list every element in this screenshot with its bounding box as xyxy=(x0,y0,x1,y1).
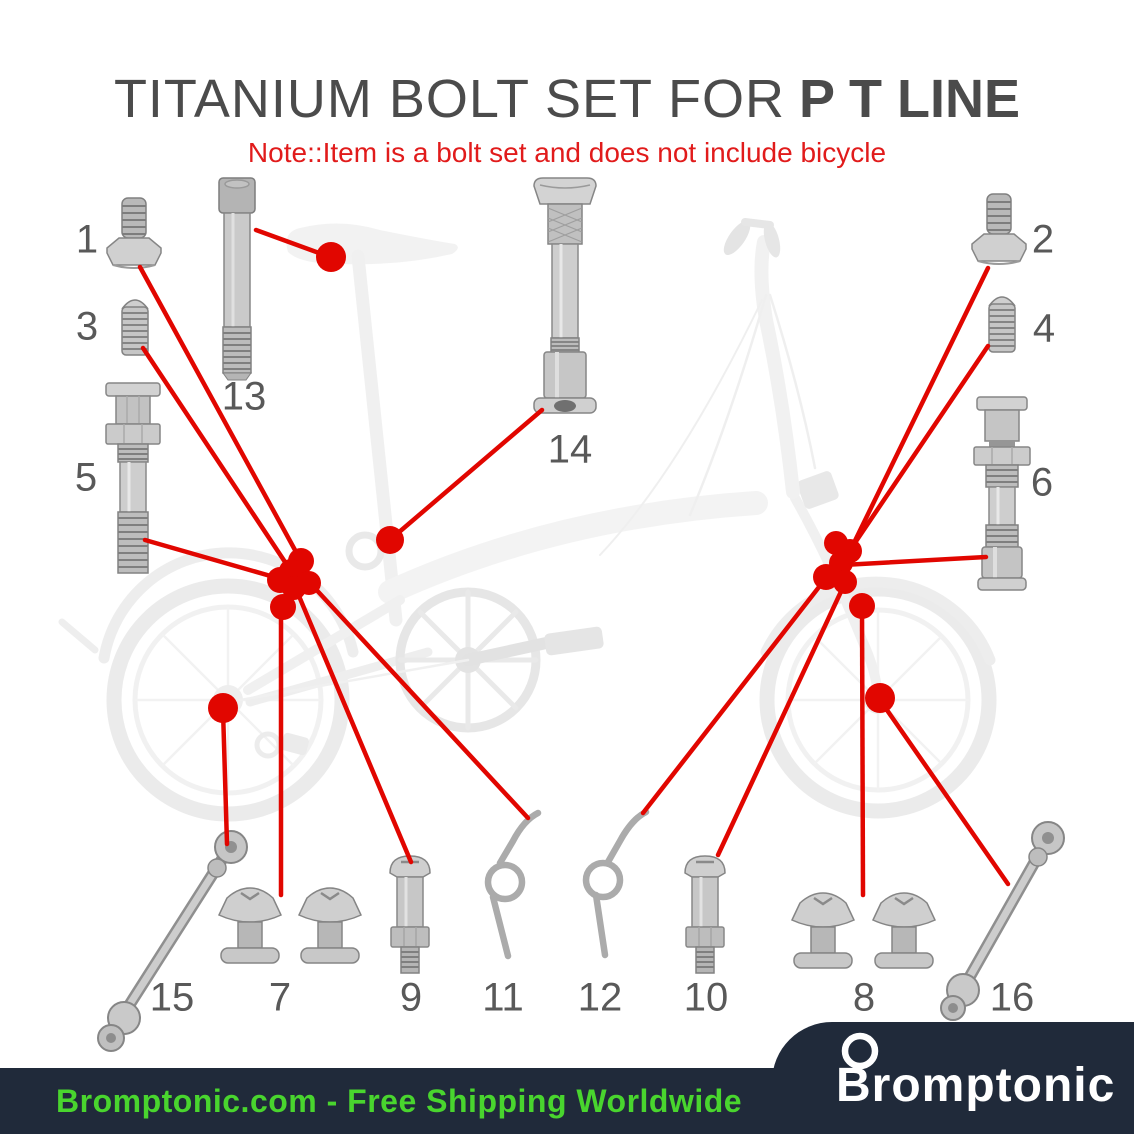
bolt-7a-image xyxy=(217,886,283,965)
part-label-6: 6 xyxy=(1030,460,1054,505)
bolt-14-image xyxy=(533,177,597,414)
part-label-15: 15 xyxy=(149,975,195,1020)
part-label-16: 16 xyxy=(989,975,1035,1020)
callout-lines xyxy=(137,227,1011,898)
bolt-5-image xyxy=(105,382,161,574)
bolt-8a-image xyxy=(790,891,856,970)
part-label-9: 9 xyxy=(399,975,423,1020)
bolt-6-image xyxy=(973,396,1031,591)
part-label-7: 7 xyxy=(268,975,292,1020)
logo-text: Bromptonic xyxy=(836,1059,1116,1112)
bolt-8b-image xyxy=(871,891,937,970)
bicycle-silhouette xyxy=(58,218,997,822)
bolt-2-image xyxy=(971,193,1027,265)
bolt-1-image xyxy=(106,197,162,269)
part-label-8: 8 xyxy=(852,975,876,1020)
spring-12-image xyxy=(582,808,650,959)
part-label-12: 12 xyxy=(577,975,623,1020)
bolt-9-image xyxy=(388,854,432,975)
spring-11-image xyxy=(484,809,542,960)
bolt-13-image xyxy=(218,177,256,381)
bolt-4-image xyxy=(988,296,1016,353)
part-label-1: 1 xyxy=(75,217,99,262)
footer-shipping-text: Bromptonic.com - Free Shipping Worldwide xyxy=(56,1083,743,1119)
skewer-16-image xyxy=(940,821,1065,1021)
part-label-2: 2 xyxy=(1031,217,1055,262)
bolt-10-image xyxy=(683,854,727,975)
bromptonic-logo-icon xyxy=(841,1032,879,1070)
part-label-5: 5 xyxy=(74,455,98,500)
bolt-images xyxy=(97,177,1065,1052)
note-text: Note::Item is a bolt set and does not in… xyxy=(247,137,887,168)
logo-tab: Bromptonic xyxy=(772,1022,1134,1134)
part-label-13: 13 xyxy=(221,374,267,419)
part-label-3: 3 xyxy=(75,304,99,349)
part-label-14: 14 xyxy=(547,427,593,472)
title-highlight: P T LINE xyxy=(799,69,1021,129)
skewer-15-image xyxy=(97,830,248,1052)
bolt-7b-image xyxy=(297,886,363,965)
part-label-10: 10 xyxy=(683,975,729,1020)
part-label-11: 11 xyxy=(482,975,524,1020)
part-label-4: 4 xyxy=(1032,306,1056,351)
title-prefix: TITANIUM BOLT SET FOR xyxy=(113,69,785,129)
callout-dots xyxy=(208,242,895,723)
